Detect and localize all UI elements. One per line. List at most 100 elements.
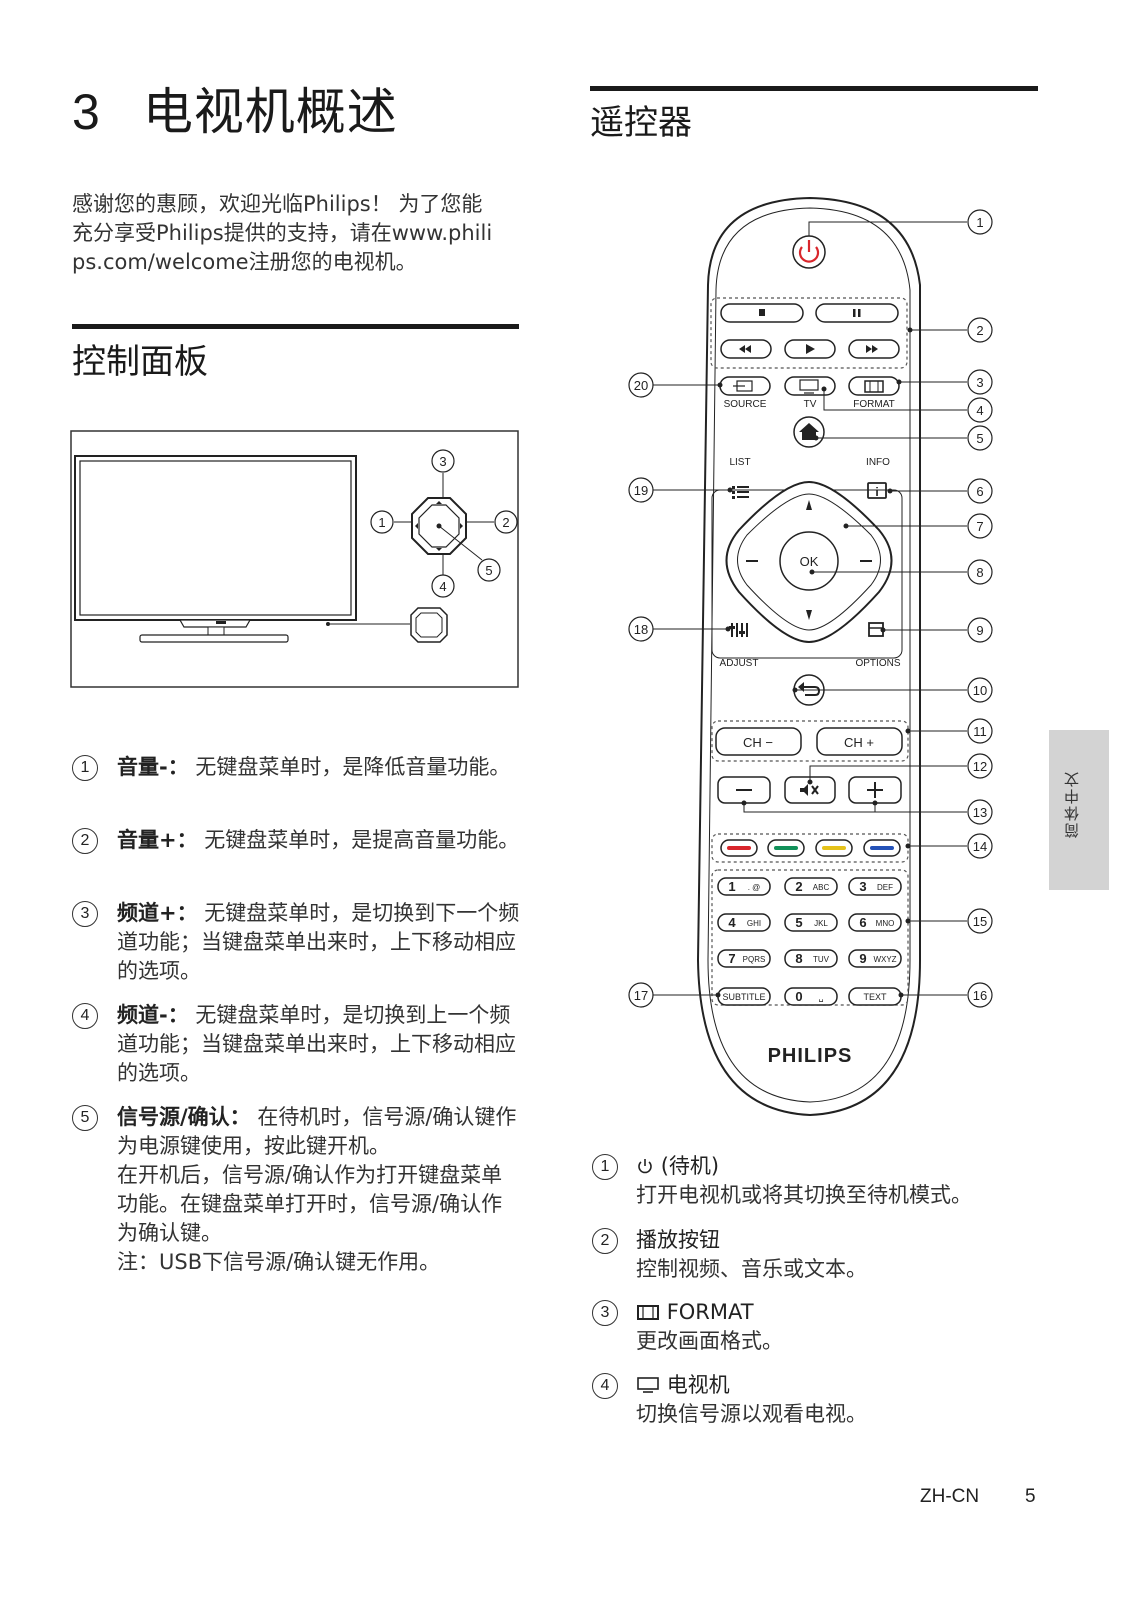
list-label: LIST [729, 457, 750, 468]
key-letters: GHI [747, 919, 761, 928]
item-head: 播放按钮 [636, 1228, 720, 1252]
svg-text:20: 20 [634, 378, 648, 393]
callout-3: 3 [967, 369, 993, 395]
ch-minus-label: CH − [743, 735, 773, 750]
key-letters: ABC [813, 883, 830, 892]
number-key: 2 ABC [784, 877, 838, 896]
item-title: 频道-： [117, 1003, 189, 1027]
callout-17: 17 [628, 982, 654, 1008]
svg-text:15: 15 [973, 914, 987, 929]
item-head: (待机) [660, 1154, 720, 1178]
svg-text:9: 9 [976, 623, 983, 638]
item-text: 在待机时，信号源/确认键作为电源键使用，按此键开机。 [117, 1105, 517, 1158]
item-desc: 更改画面格式。 [636, 1329, 783, 1353]
callout-10: 10 [967, 677, 993, 703]
key-digit: 6 [859, 915, 866, 930]
key-digit: 1 [728, 879, 735, 894]
item-text: 无键盘菜单时，是切换到下一个频道功能；当键盘菜单出来时，上下移动相应的选项。 [117, 901, 520, 983]
callout-3: 3 [439, 454, 446, 469]
item-title: 音量-： [117, 755, 189, 779]
svg-text:11: 11 [973, 724, 987, 739]
key-digit: 5 [795, 915, 802, 930]
footer-language: ZH-CN [920, 1486, 980, 1507]
chapter-heading: 3 电视机概述 [72, 72, 398, 144]
svg-text:10: 10 [973, 683, 987, 698]
item-title: 频道+： [117, 901, 198, 925]
svg-text:13: 13 [973, 805, 987, 820]
source-label: SOURCE [724, 399, 767, 410]
panel-item-3: 3 频道+： 无键盘菜单时，是切换到下一个频道功能；当键盘菜单出来时，上下移动相… [72, 899, 522, 986]
tv-diagram: 3 1 2 4 5 [70, 430, 519, 688]
callout-2: 2 [967, 317, 993, 343]
callout-4: 4 [967, 397, 993, 423]
item-text-2: 在开机后，信号源/确认作为打开键盘菜单功能。在键盘菜单打开时，信号源/确认作为确… [117, 1163, 503, 1245]
svg-text:i: i [875, 485, 878, 499]
item-number: 1 [72, 755, 98, 781]
color-key [863, 839, 901, 857]
tv-label: TV [804, 399, 817, 410]
power-icon [638, 1159, 652, 1174]
item-number: 4 [592, 1373, 618, 1399]
format-icon [637, 1305, 659, 1320]
color-keys [720, 839, 901, 857]
callout-9: 9 [967, 617, 993, 643]
item-text: 无键盘菜单时，是降低音量功能。 [195, 755, 511, 779]
key-digit: 2 [795, 879, 802, 894]
format-label: FORMAT [853, 399, 894, 410]
side-tab-label: 简体中文 [1063, 770, 1081, 838]
key-letters: . @ [748, 883, 761, 892]
svg-text:14: 14 [973, 839, 987, 854]
adjust-label: ADJUST [720, 658, 759, 669]
philips-logo: PHILIPS [768, 1045, 853, 1067]
key-letters: ␣ [818, 993, 823, 1002]
key-digit: 7 [728, 951, 735, 966]
panel-callouts: 3 1 2 4 5 [370, 449, 518, 598]
item-head: FORMAT [666, 1300, 754, 1324]
callout-1: 1 [967, 209, 993, 235]
key-digit: 8 [795, 951, 802, 966]
ch-plus-label: CH + [844, 735, 874, 750]
key-digit: 9 [859, 951, 866, 966]
svg-text:16: 16 [973, 988, 987, 1003]
callout-12: 12 [967, 753, 993, 779]
item-note: 注：USB下信号源/确认键无作用。 [117, 1250, 441, 1274]
callout-11: 11 [967, 718, 993, 744]
callout-2: 2 [502, 515, 509, 530]
item-desc: 打开电视机或将其切换至待机模式。 [636, 1183, 972, 1207]
panel-item-5: 5 信号源/确认： 在待机时，信号源/确认键作为电源键使用，按此键开机。 在开机… [72, 1103, 522, 1277]
item-desc: 控制视频、音乐或文本。 [636, 1257, 867, 1281]
remote-item-2: 2 播放按钮 控制视频、音乐或文本。 [592, 1226, 1052, 1284]
subtitle-label: SUBTITLE [722, 992, 765, 1002]
svg-text:2: 2 [976, 323, 983, 338]
item-title: 信号源/确认： [117, 1105, 251, 1129]
key-letters: PQRS [743, 955, 766, 964]
number-key: 0␣ [784, 987, 838, 1006]
color-key [720, 839, 758, 857]
callout-20: 20 [628, 372, 654, 398]
chapter-title: 电视机概述 [142, 83, 398, 141]
callout-5: 5 [485, 563, 492, 578]
number-key: 5 JKL [784, 913, 838, 932]
remote-item-3: 3 FORMAT 更改画面格式。 [592, 1298, 1052, 1356]
item-text: 无键盘菜单时，是切换到上一个频道功能；当键盘菜单出来时，上下移动相应的选项。 [117, 1003, 516, 1085]
page-number: 5 [1025, 1486, 1036, 1507]
item-number: 5 [72, 1105, 98, 1131]
callout-6: 6 [967, 478, 993, 504]
key-digit: 3 [859, 879, 866, 894]
control-panel-rule [72, 324, 519, 329]
svg-text:1: 1 [976, 215, 983, 230]
svg-text:6: 6 [976, 484, 983, 499]
options-label: OPTIONS [855, 658, 900, 669]
color-key [767, 839, 805, 857]
panel-item-1: 1 音量-： 无键盘菜单时，是降低音量功能。 [72, 753, 522, 782]
item-number: 2 [72, 828, 98, 854]
svg-text:8: 8 [976, 565, 983, 580]
callout-13: 13 [967, 799, 993, 825]
chapter-number: 3 [72, 84, 101, 140]
key-letters: JKL [814, 919, 828, 928]
item-head: 电视机 [666, 1373, 730, 1397]
